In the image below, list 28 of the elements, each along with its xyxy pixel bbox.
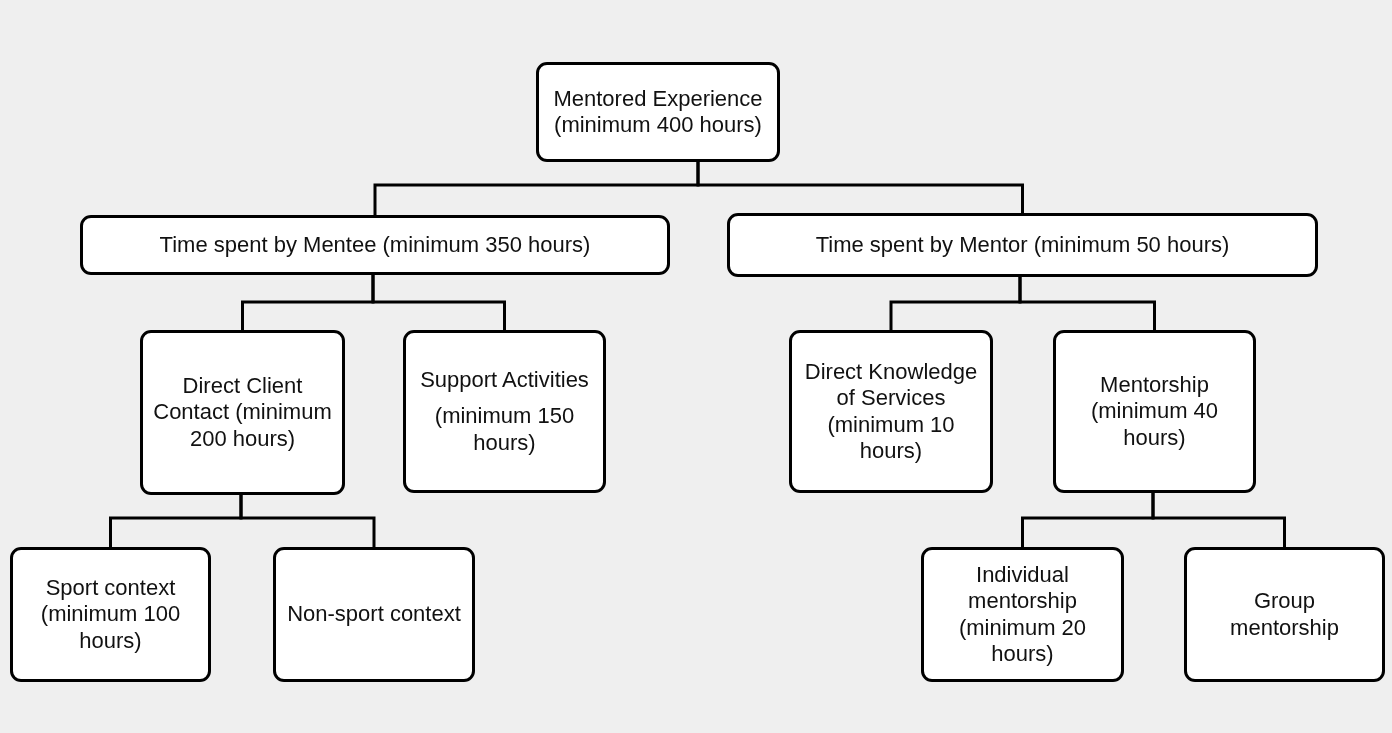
rounded-box <box>727 213 1318 277</box>
box-label: (minimum 150 hours) <box>433 403 576 457</box>
rounded-box <box>140 330 345 495</box>
box-label: Time spent by Mentor (minimum 50 hours) <box>815 231 1230 259</box>
connector-line <box>1018 277 1156 330</box>
box-label: Direct Client Contact (minimum 200 hours) <box>153 372 332 453</box>
rounded-box <box>789 330 993 493</box>
box-label: Sport context (minimum 100 hours) <box>39 574 182 655</box>
box-label: Support Activities <box>420 366 589 394</box>
rounded-box <box>536 62 780 162</box>
box-label: Group mentorship <box>1229 588 1340 641</box>
box-label: Mentored Experience (minimum 400 hours) <box>552 85 764 139</box>
rounded-box <box>1184 547 1385 682</box>
box-label: Non-sport context <box>287 601 461 628</box>
connector-line <box>239 495 376 547</box>
rounded-box <box>403 330 606 493</box>
rounded-box <box>10 547 211 682</box>
rounded-box <box>273 547 475 682</box>
rounded-box <box>80 215 670 275</box>
box-label: Individual mentorship (minimum 20 hours) <box>957 561 1088 668</box>
rounded-box <box>921 547 1124 682</box>
box-label: Direct Knowledge of Services (minimum 10 hours) <box>803 358 979 465</box>
rounded-box <box>1053 330 1256 493</box>
connector-line <box>371 275 506 330</box>
connector-line <box>696 162 1024 213</box>
box-label: Time spent by Mentee (minimum 350 hours) <box>159 231 591 259</box>
connector-line <box>1151 493 1286 547</box>
box-label: Mentorship (minimum 40 hours) <box>1089 371 1220 452</box>
